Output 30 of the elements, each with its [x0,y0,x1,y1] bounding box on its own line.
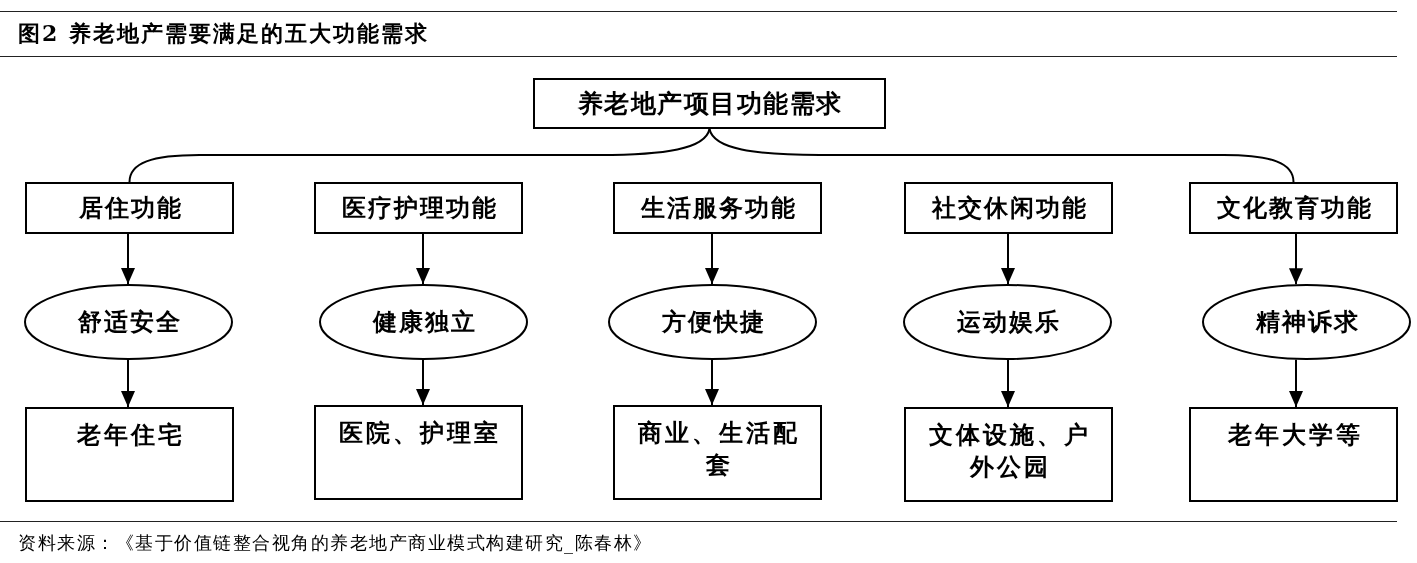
arrow [121,359,135,408]
facility-box: 医院、护理室 [314,405,523,500]
goal-ellipse: 舒适安全 [24,284,233,360]
arrow [705,233,719,285]
root-box: 养老地产项目功能需求 [533,78,886,129]
arrow [1289,233,1303,286]
goal-ellipse: 健康独立 [319,284,528,360]
goal-ellipse: 方便快捷 [608,284,817,360]
brace-line [128,128,711,183]
facility-box: 老年住宅 [25,407,234,502]
function-box: 居住功能 [25,182,234,234]
function-box: 文化教育功能 [1189,182,1398,234]
function-box: 医疗护理功能 [314,182,523,234]
facility-box: 老年大学等 [1189,407,1398,502]
arrow [705,359,719,406]
goal-ellipse: 精神诉求 [1202,284,1411,360]
brace-line [708,128,1295,183]
arrow [416,233,430,285]
facility-box: 文体设施、户外公园 [904,407,1113,502]
arrow [1001,233,1015,285]
arrow [121,233,135,285]
source-note: 资料来源：《基于价值链整合视角的养老地产商业模式构建研究_陈春林》 [18,531,653,555]
arrow [1289,358,1303,408]
figure-title: 图2 养老地产需要满足的五大功能需求 [18,19,429,47]
arrow [416,359,430,406]
goal-ellipse: 运动娱乐 [903,284,1112,360]
arrow [1001,359,1015,408]
function-box: 生活服务功能 [613,182,822,234]
function-box: 社交休闲功能 [904,182,1113,234]
facility-box: 商业、生活配套 [613,405,822,500]
